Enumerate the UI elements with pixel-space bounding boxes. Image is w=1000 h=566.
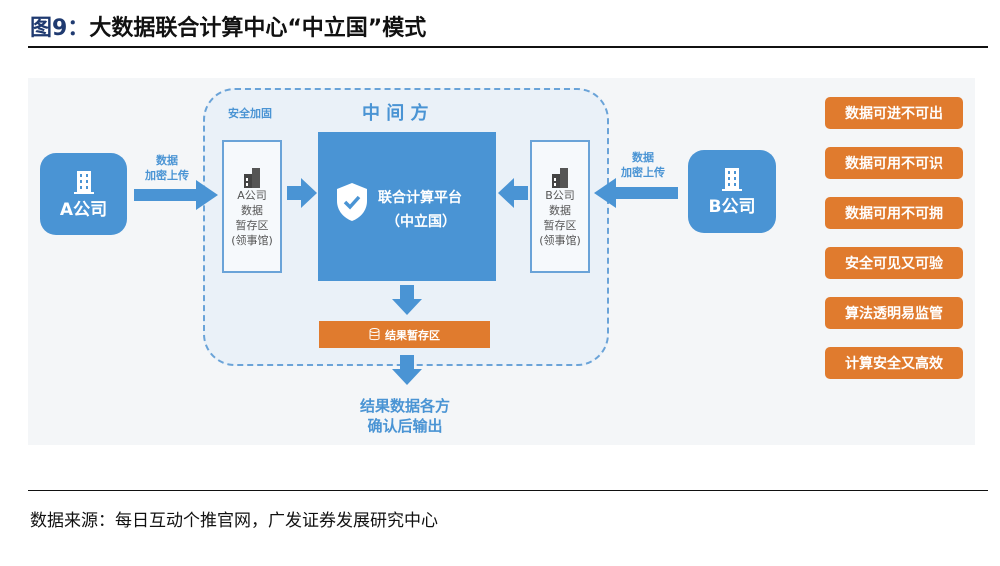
store-a: A公司数据暂存区(领事馆) [222, 140, 282, 273]
output-label: 结果数据各方确认后输出 [359, 397, 450, 435]
arrow-right-icon [287, 178, 317, 208]
arrow-left-icon [594, 178, 678, 208]
source-note: 数据来源：每日互动个推官网，广发证券发展研究中心 [30, 511, 438, 531]
upload-label-b: 数据加密上传 [621, 151, 665, 179]
feature-pill: 数据可用不可拥 [825, 197, 963, 229]
feature-pill: 数据可用不可识 [825, 147, 963, 179]
joint-computing-platform: 联合计算平台 （中立国） [318, 132, 496, 281]
arrow-left-icon [498, 178, 528, 208]
arrow-down-icon [392, 285, 422, 315]
building-icon [722, 168, 742, 191]
building-icon [73, 170, 94, 194]
upload-label-a: 数据加密上传 [145, 154, 189, 182]
title-divider [28, 46, 988, 48]
database-icon [369, 328, 380, 341]
feature-pill: 算法透明易监管 [825, 297, 963, 329]
middle-party-label: 中 间 方 [362, 103, 429, 124]
feature-pill: 计算安全又高效 [825, 347, 963, 379]
shield-check-icon [337, 183, 367, 221]
building-icon [552, 167, 568, 188]
company-a: A公司 [40, 153, 127, 235]
building-icon [244, 167, 260, 188]
arrow-down-icon [392, 355, 422, 385]
figure-title: 图9：大数据联合计算中心“中立国”模式 [30, 16, 427, 41]
source-divider [28, 490, 988, 491]
arrow-right-icon [134, 180, 218, 210]
result-store: 结果暂存区 [319, 321, 490, 348]
security-label: 安全加固 [228, 107, 272, 120]
feature-pill: 数据可进不可出 [825, 97, 963, 129]
feature-pill: 安全可见又可验 [825, 247, 963, 279]
store-b: B公司数据暂存区(领事馆) [530, 140, 590, 273]
company-b: B公司 [688, 150, 776, 233]
